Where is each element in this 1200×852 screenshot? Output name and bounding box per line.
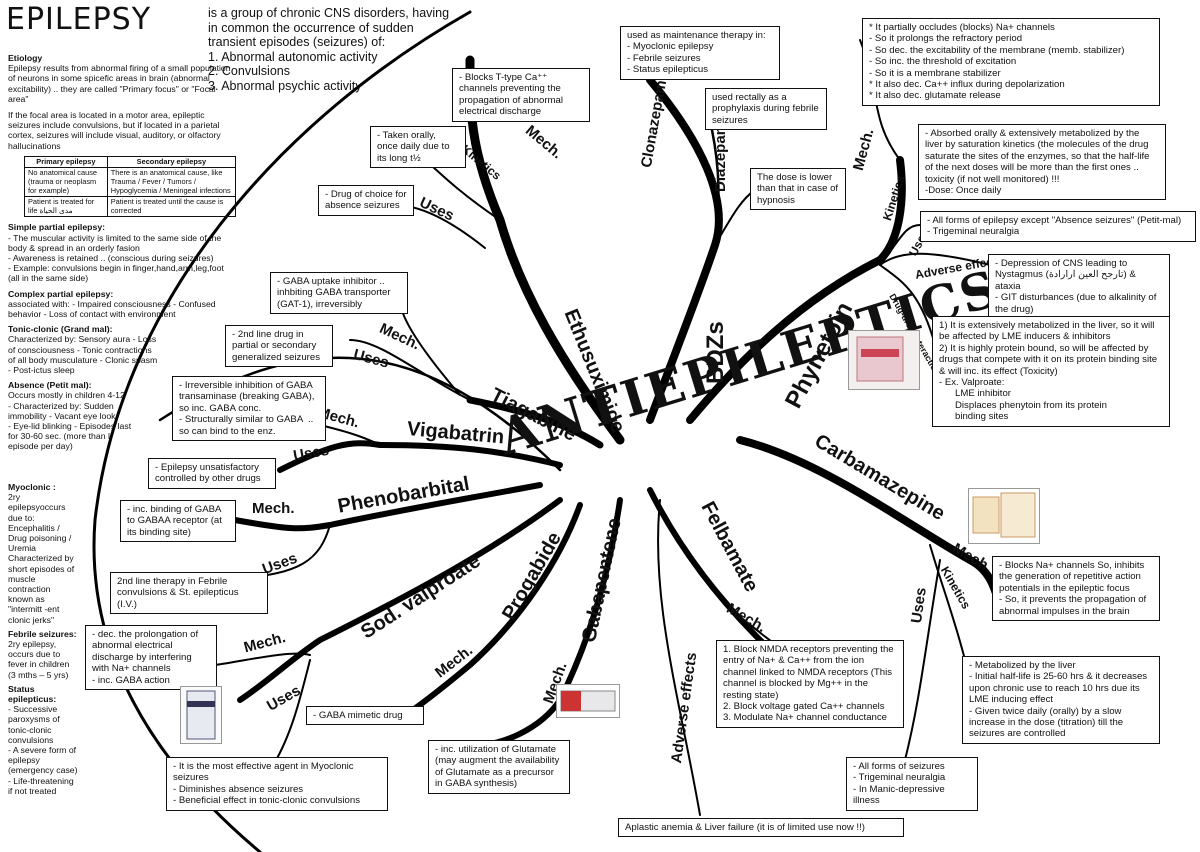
box-text: - Blocks Na+ channels So, inhibits the g…: [999, 560, 1147, 617]
box-text: Aplastic anemia & Liver failure (it is o…: [625, 822, 865, 833]
phenytoin-uses-box: - All forms of epilepsy except "Absence …: [920, 211, 1196, 242]
type-heading: Simple partial epilepsy:: [8, 222, 106, 233]
type-text: 2ry epilepsy, occurs due to fever in chi…: [8, 639, 70, 680]
diazepam-box-1: used rectally as a prophylaxis during fe…: [705, 88, 827, 131]
table-cell: No anatomical cause (trauma or neoplasm …: [24, 167, 108, 198]
phenobarbital-mech-box: - inc. binding of GABA to GABAA receptor…: [120, 500, 236, 543]
type-text: - The muscular activity is limited to th…: [8, 232, 224, 284]
phenytoin-package-image: [848, 330, 920, 390]
box-text: The dose is lower than that in case of h…: [757, 172, 841, 206]
drug-diazepam: Diazepam: [712, 121, 729, 192]
phenytoin-kinetics-box: - Absorbed orally & extensively metaboli…: [918, 124, 1166, 201]
felbamate-adverse-box: Aplastic anemia & Liver failure (it is o…: [618, 818, 904, 838]
definition: is a group of chronic CNS disorders, hav…: [208, 6, 458, 93]
page-title: EPILEPSY: [6, 2, 152, 37]
clonazepam-box: used as maintenance therapy in: - Myoclo…: [620, 26, 780, 80]
box-text: - Taken orally, once daily due to its lo…: [377, 130, 453, 164]
box-text: 2nd line therapy in Febrile convulsions …: [117, 576, 242, 610]
epilepsy-notes-2: Myoclonic : 2ry epilepsyoccurs due to: E…: [8, 478, 78, 796]
tiagabine-mech-box: - GABA uptake inhibitor .. inhbiting GAB…: [270, 272, 408, 315]
table-cell: There is an anatomical cause, like Traum…: [106, 167, 237, 198]
type-text: Characterized by: Sensory aura - Loss of…: [8, 334, 158, 376]
definition-intro: is a group of chronic CNS disorders, hav…: [208, 6, 450, 49]
progabide-mech-box: - GABA mimetic drug: [306, 706, 424, 726]
box-text: - 2nd line drug in partial or secondary …: [232, 329, 320, 363]
felbamate-mech-box: 1. Block NMDA receptors preventing the e…: [716, 640, 904, 728]
box-text: - GABA uptake inhibitor .. inhbiting GAB…: [277, 276, 394, 310]
type-text: associated with: - Impaired consciousnes…: [8, 298, 216, 320]
box-text: - GABA mimetic drug: [313, 710, 403, 721]
box-text: - inc. binding of GABA to GABAA receptor…: [127, 504, 225, 538]
table-header: Secondary epilepsy: [106, 155, 237, 169]
type-text: Occurs mostly in children 4-12 - Charact…: [8, 390, 132, 452]
diazepam-box-2: The dose is lower than that in case of h…: [750, 168, 846, 211]
box-text: - Absorbed orally & extensively metaboli…: [925, 128, 1150, 197]
valproate-package-image: [180, 686, 222, 744]
etiology-text-2: If the focal area is located in a motor …: [8, 110, 221, 151]
ethosuximide-kinetics-box: - Taken orally, once daily due to its lo…: [370, 126, 466, 169]
epilepsy-type-table: Primary epilepsy Secondary epilepsy No a…: [24, 155, 237, 218]
tiagabine-uses-box: - 2nd line drug in partial or secondary …: [225, 325, 333, 368]
box-text: - inc. utilization of Glutamate (may aug…: [435, 744, 562, 790]
carbamazepine-kinetics-box: - Metabolized by the liver - Initial hal…: [962, 656, 1160, 744]
box-text: - All forms of epilepsy except "Absence …: [927, 215, 1182, 238]
box-text: - All forms of seizures - Trigeminal neu…: [853, 761, 946, 807]
phenobarbital-mech-label: Mech.: [252, 500, 295, 517]
phenytoin-adverse-box: - Depression of CNS leading to Nystagmus…: [988, 254, 1170, 320]
definition-item: 1. Abnormal autonomic activity: [208, 49, 378, 64]
box-text: - Depression of CNS leading to Nystagmus…: [995, 258, 1157, 315]
phenobarbital-uses-box: 2nd line therapy in Febrile convulsions …: [110, 572, 268, 615]
box-text: - It is the most effective agent in Myoc…: [173, 761, 360, 807]
valproate-mech-box: - dec. the prolongation of abnormal elec…: [85, 625, 217, 691]
gabapentene-package-image: [556, 684, 620, 718]
type-text: 2ry epilepsyoccurs due to: Encephalitis …: [8, 492, 75, 625]
box-text: - dec. the prolongation of abnormal elec…: [92, 629, 199, 686]
box-text: * It partially occludes (blocks) Na+ cha…: [869, 22, 1125, 102]
definition-item: 3. Abnormal psychic activity: [208, 78, 362, 93]
type-heading: Tonic-clonic (Grand mal):: [8, 324, 113, 335]
box-text: - Metabolized by the liver - Initial hal…: [969, 660, 1148, 740]
vigabatrin-mech-box: - Irreversible inhibition of GABA transa…: [172, 376, 326, 442]
carbamazepine-uses-box: - All forms of seizures - Trigeminal neu…: [846, 757, 978, 811]
box-text: - Epilepsy unsatisfactory controlled by …: [155, 462, 262, 485]
ethosuximide-mech-box: - Blocks T-type Ca⁺⁺ channels preventing…: [452, 68, 590, 122]
table-row: Patient is treated for life مدى الحياة P…: [24, 196, 237, 218]
box-text: used as maintenance therapy in: - Myoclo…: [627, 30, 766, 76]
carbamazepine-mech-box: - Blocks Na+ channels So, inhibits the g…: [992, 556, 1160, 622]
ethosuximide-uses-box: - Drug of choice for absence seizures: [318, 185, 414, 216]
type-heading: Absence (Petit mal):: [8, 380, 92, 391]
box-text: 1) It is extensively metabolized in the …: [939, 320, 1158, 423]
vigabatrin-uses-box: - Epilepsy unsatisfactory controlled by …: [148, 458, 276, 489]
type-heading: Status epilepticus:: [8, 683, 57, 705]
box-text: - Irreversible inhibition of GABA transa…: [179, 380, 315, 437]
valproate-uses-box: - It is the most effective agent in Myoc…: [166, 757, 388, 811]
epilepsy-notes: Etiology Epilepsy results from abnormal …: [8, 48, 237, 452]
box-text: used rectally as a prophylaxis during fe…: [712, 92, 822, 126]
type-text: - Successive paroxysms of tonic-clonic c…: [8, 704, 78, 796]
box-text: - Blocks T-type Ca⁺⁺ channels preventing…: [459, 72, 566, 118]
type-heading: Febrile seizures:: [8, 628, 77, 639]
box-text: 1. Block NMDA receptors preventing the e…: [723, 644, 894, 724]
table-cell: Patient is treated for life مدى الحياة: [24, 196, 108, 218]
box-text: - Drug of choice for absence seizures: [325, 189, 410, 212]
table-row: No anatomical cause (trauma or neoplasm …: [24, 167, 237, 198]
table-cell: Patient is treated until the cause is co…: [106, 196, 237, 218]
etiology-text: Epilepsy results from abnormal firing of…: [8, 63, 231, 104]
definition-item: 2. Convulsions: [208, 64, 290, 78]
phenytoin-ddi-box: 1) It is extensively metabolized in the …: [932, 316, 1170, 427]
gabapentene-mech-box: - inc. utilization of Glutamate (may aug…: [428, 740, 570, 794]
carbamazepine-package-image: [968, 488, 1040, 544]
table-header: Primary epilepsy: [24, 155, 108, 169]
type-heading: Myoclonic :: [8, 482, 56, 492]
phenytoin-mech-box: * It partially occludes (blocks) Na+ cha…: [862, 18, 1160, 106]
etiology-heading: Etiology: [8, 53, 43, 63]
type-heading: Complex partial epilepsy:: [8, 288, 114, 299]
drug-bdzs: BDZs: [702, 321, 729, 384]
